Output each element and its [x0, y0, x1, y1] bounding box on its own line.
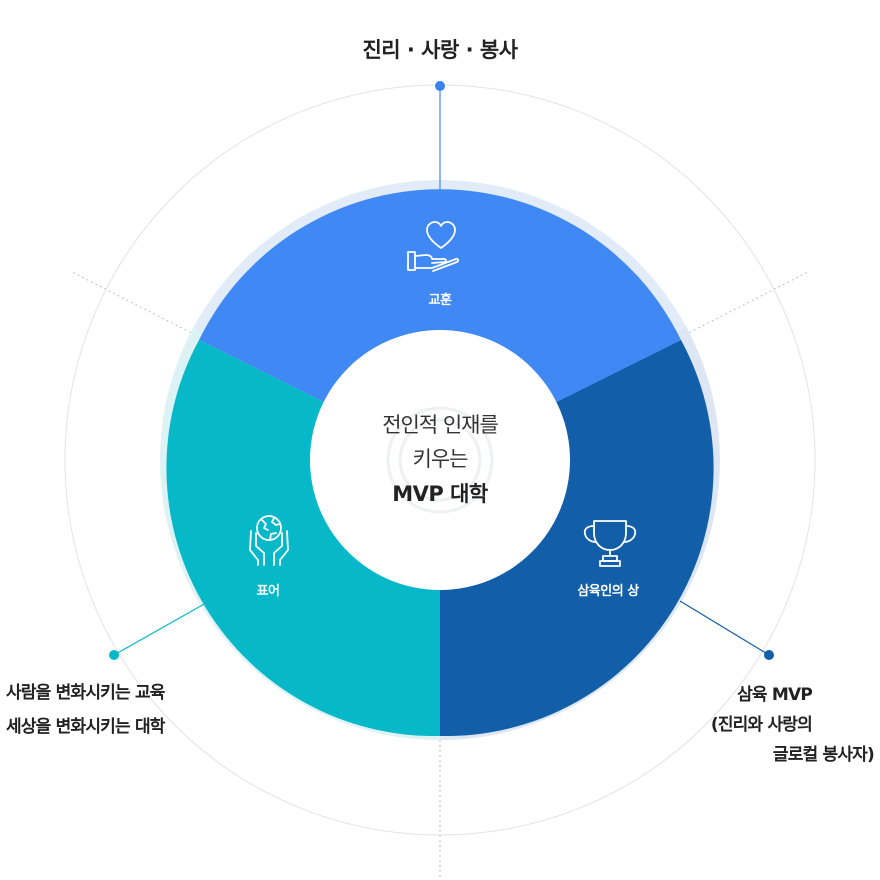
segment-right-label: 삼육인의 상: [577, 584, 639, 599]
heart-in-hand-icon: [407, 221, 459, 272]
center-circle: [310, 330, 570, 590]
center-line-1: 전인적 인재를: [382, 413, 499, 437]
right-label-line-1: 삼육 MVP: [737, 685, 813, 705]
right-label-line-3: 글로컬 봉사자): [772, 745, 875, 765]
left-label: 사람을 변화시키는 교육 세상을 변화시키는 대학: [6, 676, 165, 744]
connector-top: [435, 81, 445, 190]
watermark-emblem: [386, 406, 494, 514]
right-label: 삼육 MVP (진리와 사랑의 글로컬 봉사자): [710, 680, 875, 770]
center-text: 전인적 인재를 키우는 MVP 대학: [320, 408, 560, 512]
center-line-2: 키우는: [412, 447, 469, 471]
center-line-3: MVP 대학: [392, 482, 488, 506]
left-label-line-2: 세상을 변화시키는 대학: [6, 717, 165, 737]
segment-top-label: 교훈: [428, 293, 452, 308]
segment-top: [199, 189, 681, 461]
top-label: 진리 · 사랑 · 봉사: [362, 38, 518, 62]
connector-left: [109, 602, 207, 660]
segment-left-label: 표어: [256, 584, 280, 599]
left-label-line-1: 사람을 변화시키는 교육: [6, 683, 165, 703]
trophy-icon: [583, 520, 637, 567]
connector-right: [679, 600, 774, 660]
right-label-line-2: (진리와 사랑의: [710, 715, 813, 735]
globe-in-hands-icon: [249, 515, 289, 566]
